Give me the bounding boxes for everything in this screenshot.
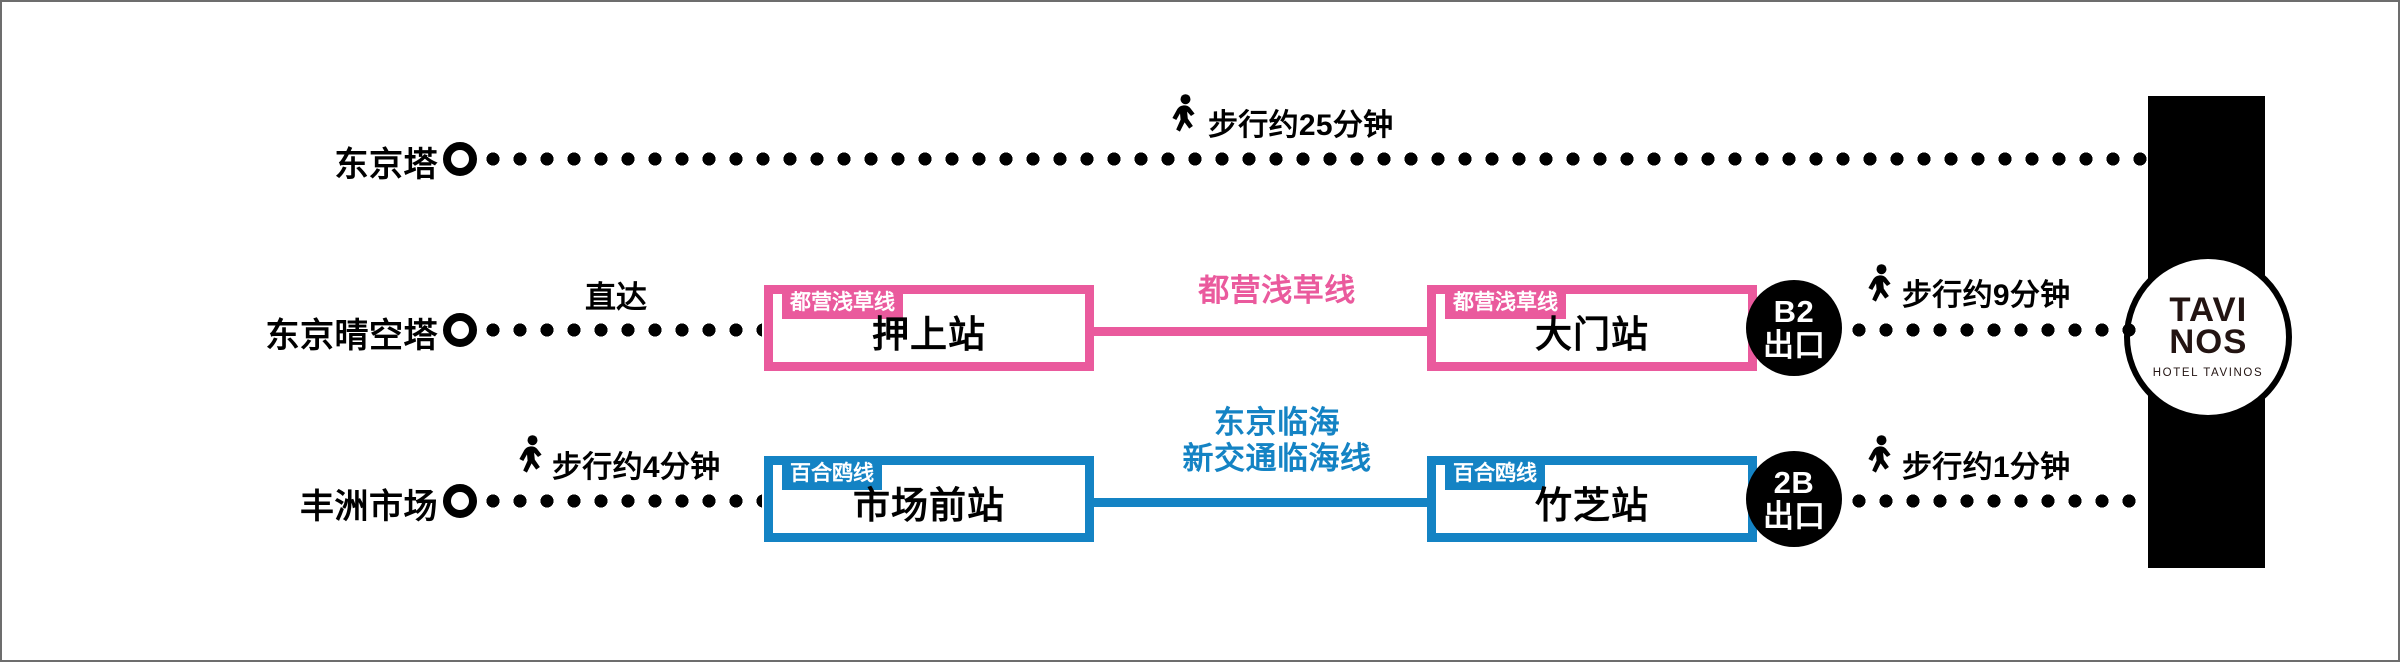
station-line-badge: 都营浅草线	[1445, 285, 1566, 319]
station-name: 押上站	[872, 314, 986, 355]
exit-code: 2B	[1773, 464, 1815, 500]
line-label-row2: 都营浅草线	[1198, 273, 1356, 308]
exit-code: B2	[1773, 293, 1815, 329]
ring-marker-row1	[443, 142, 477, 176]
station-line-badge: 百合鸥线	[1445, 456, 1545, 490]
walking-person-icon-row1	[1172, 94, 1195, 132]
origin-label-row2: 东京晴空塔	[265, 317, 438, 355]
rail-connector-row3	[1072, 498, 1462, 507]
origin-label-row3: 丰洲市场	[300, 488, 438, 526]
walking-person-icon-row2	[1868, 264, 1891, 302]
walk-note-row1: 步行约25分钟	[1208, 109, 1394, 142]
exit-label: 出口	[1763, 498, 1825, 534]
origin-label-row1: 东京塔	[334, 146, 438, 184]
walk-note-row2: 步行约9分钟	[1902, 279, 2071, 312]
station-name: 大门站	[1535, 314, 1649, 355]
station-line-badge: 百合鸥线	[782, 456, 882, 490]
hotel-logo: TAVI NOS HOTEL TAVINOS	[2124, 253, 2292, 421]
line-label-row3-line2: 新交通临海线	[1182, 441, 1372, 476]
logo-wordmark-line2: NOS	[2168, 322, 2248, 361]
walk-dotted-path-row1	[482, 152, 2148, 166]
line-label-row3-line1: 东京临海	[1214, 405, 1340, 440]
walk-dotted-path-row3	[482, 494, 762, 508]
walk-dotted-path-row2	[1848, 323, 2148, 337]
station-box-daimon[interactable]: 都营浅草线 大门站	[1427, 285, 1757, 371]
exit-bubble-b2[interactable]: B2 出口	[1746, 280, 1842, 376]
station-line-badge: 都营浅草线	[782, 285, 903, 319]
station-box-oshiage[interactable]: 都营浅草线 押上站	[764, 285, 1094, 371]
logo-subtitle: HOTEL TAVINOS	[2152, 366, 2264, 379]
logo-wordmark: TAVI NOS	[2168, 293, 2248, 361]
direct-dotted-path-row2	[482, 323, 762, 337]
walk-dotted-path-row3-final	[1848, 494, 2148, 508]
walk-note-row3-final: 步行约1分钟	[1902, 451, 2071, 484]
walking-person-icon-row3-access	[519, 435, 542, 473]
ring-marker-row2	[443, 313, 477, 347]
ring-marker-row3	[443, 484, 477, 518]
station-name: 市场前站	[853, 485, 1005, 526]
station-box-takeshiba[interactable]: 百合鸥线 竹芝站	[1427, 456, 1757, 542]
station-name: 竹芝站	[1535, 485, 1649, 526]
walking-person-icon-row3-final	[1868, 435, 1891, 473]
exit-label: 出口	[1763, 327, 1825, 363]
station-box-shijomae[interactable]: 百合鸥线 市场前站	[764, 456, 1094, 542]
rail-connector-row2	[1072, 327, 1462, 336]
walk-note-row3-access: 步行约4分钟	[552, 451, 721, 484]
exit-bubble-2b[interactable]: 2B 出口	[1746, 451, 1842, 547]
direct-access-note-row2: 直达	[585, 280, 647, 315]
logo-wordmark-line1: TAVI	[2169, 291, 2247, 330]
